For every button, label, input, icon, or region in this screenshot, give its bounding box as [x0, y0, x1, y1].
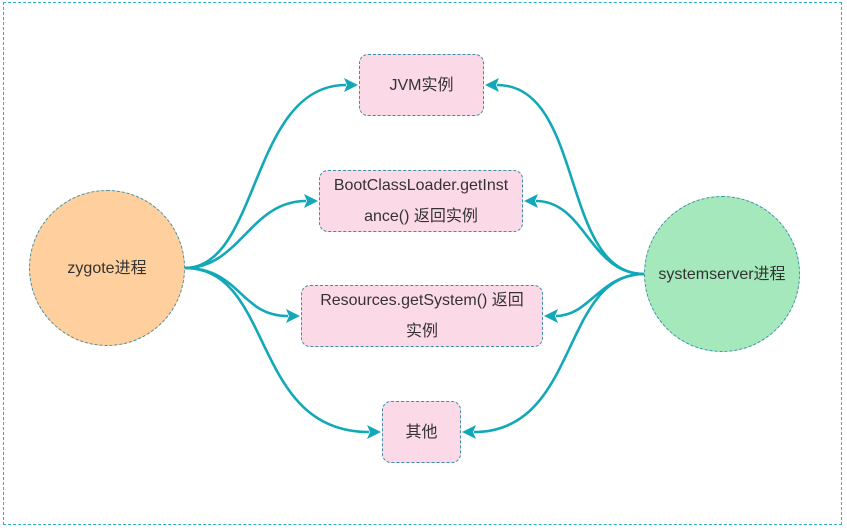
node-label-line2: ance() 返回实例	[364, 208, 478, 225]
edge-zygote-jvm	[184, 83, 347, 270]
node-zygote-process[interactable]: zygote进程	[29, 190, 185, 346]
edge-zygote-other	[184, 266, 370, 434]
edge-zygote-res	[184, 266, 289, 318]
node-label: 其他	[405, 423, 438, 441]
node-label-line2: 实例	[405, 323, 438, 340]
arrowhead-icon	[344, 78, 358, 92]
node-jvm-instance[interactable]: JVM实例	[359, 54, 484, 116]
arrowhead-icon	[524, 194, 538, 208]
node-label: zygote进程	[67, 259, 147, 277]
node-bootclassloader[interactable]: BootClassLoader.getInst ance() 返回实例	[319, 170, 523, 232]
arrowhead-icon	[367, 425, 381, 439]
node-label-line1: BootClassLoader.getInst	[333, 177, 509, 194]
node-systemserver-process[interactable]: systemserver进程	[644, 196, 800, 352]
edge-system-other	[473, 272, 645, 434]
edge-system-boot	[535, 199, 645, 276]
arrowhead-icon	[286, 309, 300, 323]
arrowhead-icon	[462, 425, 476, 439]
node-label: JVM实例	[389, 76, 454, 94]
node-resources-getsystem[interactable]: Resources.getSystem() 返回 实例	[301, 285, 543, 347]
arrowhead-icon	[544, 309, 558, 323]
node-label: systemserver进程	[658, 265, 786, 283]
node-label-line1: Resources.getSystem() 返回	[320, 292, 524, 309]
edge-zygote-boot	[184, 199, 307, 270]
arrowhead-icon	[485, 78, 499, 92]
node-other[interactable]: 其他	[382, 401, 461, 463]
diagram-frame	[3, 2, 842, 525]
arrowhead-icon	[304, 194, 318, 208]
